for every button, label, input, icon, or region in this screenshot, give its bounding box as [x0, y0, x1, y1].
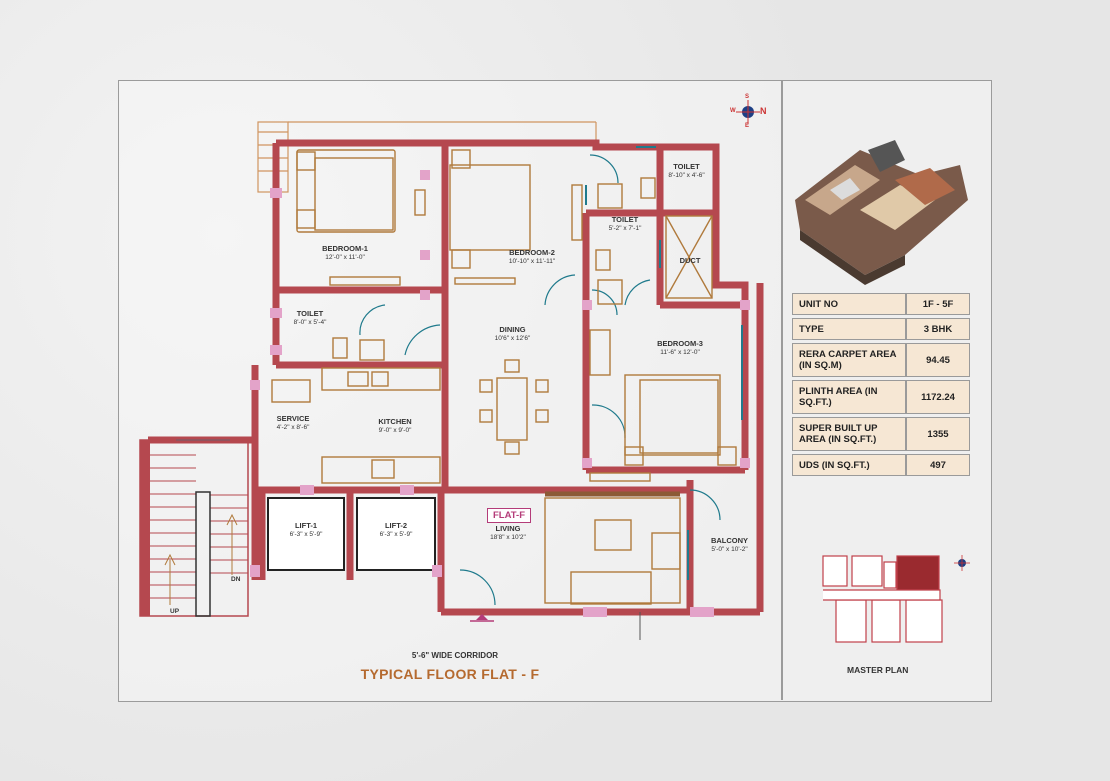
windows	[250, 170, 750, 617]
spec-label: TYPE	[792, 318, 906, 340]
spec-value: 497	[906, 454, 970, 476]
spec-value: 1F - 5F	[906, 293, 970, 315]
entry-marker	[470, 612, 641, 640]
flat-tag: FLAT-F	[487, 508, 531, 523]
furniture	[271, 149, 737, 605]
deck	[257, 121, 597, 193]
walls	[148, 139, 764, 616]
spec-label: RERA CARPET AREA (IN SQ.M)	[792, 343, 906, 377]
master-plan-label: MASTER PLAN	[847, 665, 909, 675]
spec-label: UDS (IN SQ.FT.)	[792, 454, 906, 476]
compass-w-label: W	[730, 108, 736, 114]
stairs-up-label: UP	[170, 608, 180, 615]
spec-row: RERA CARPET AREA (IN SQ.M)94.45	[792, 343, 970, 377]
spec-label: PLINTH AREA (IN SQ.FT.)	[792, 380, 906, 414]
spec-label: SUPER BUILT UP AREA (IN SQ.FT.)	[792, 417, 906, 451]
isometric-render	[795, 140, 968, 285]
compass-rose-icon	[736, 100, 760, 124]
lift-shafts	[267, 497, 436, 571]
spec-value: 3 BHK	[906, 318, 970, 340]
frame-divider	[781, 80, 783, 700]
corridor-label: 5'-6" WIDE CORRIDOR	[411, 651, 499, 660]
spec-label: UNIT NO	[792, 293, 906, 315]
spec-value: 94.45	[906, 343, 970, 377]
spec-row: SUPER BUILT UP AREA (IN SQ.FT.)1355	[792, 417, 970, 451]
compass-e-label: E	[745, 123, 750, 129]
plan-title: TYPICAL FLOOR FLAT - F	[360, 666, 540, 682]
compass-n-label: N	[760, 106, 767, 116]
staircase	[139, 439, 249, 617]
spec-value: 1355	[906, 417, 970, 451]
stairs-dn-label: DN	[231, 576, 241, 583]
compass-s-label: S	[745, 94, 750, 100]
master-plan-compass-icon	[954, 555, 970, 571]
doors	[359, 154, 721, 606]
spec-value: 1172.24	[906, 380, 970, 414]
spec-row: UDS (IN SQ.FT.)497	[792, 454, 970, 476]
master-plan-map	[822, 555, 943, 643]
room-duct: DUCT	[679, 256, 701, 265]
spec-row: PLINTH AREA (IN SQ.FT.)1172.24	[792, 380, 970, 414]
